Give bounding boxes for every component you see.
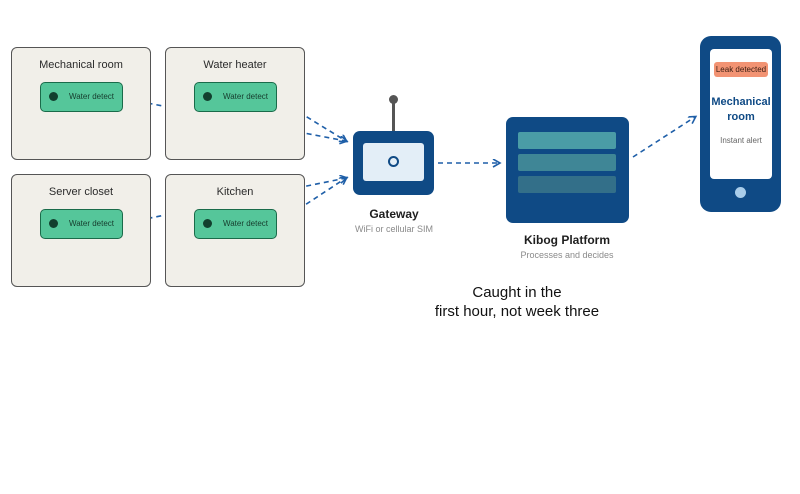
phone-screen: Leak detected Mechanical room Instant al… bbox=[710, 49, 772, 179]
room-kitchen: Kitchen Water detect bbox=[165, 174, 305, 287]
sensor-indicator-dot bbox=[203, 219, 212, 228]
link-server-closet-to-gateway bbox=[120, 178, 346, 225]
room-label: Water heater bbox=[203, 59, 267, 71]
room-mechanical: Mechanical room Water detect bbox=[11, 47, 151, 160]
alert-location: Mechanical room bbox=[710, 95, 772, 125]
sensor-label: Water detect bbox=[222, 92, 269, 101]
phone-home-button-icon bbox=[735, 187, 746, 198]
headline-line2: first hour, not week three bbox=[434, 303, 600, 320]
alert-location-line2: room bbox=[727, 111, 755, 123]
headline: Caught in the first hour, not week three bbox=[392, 283, 642, 321]
headline-line1: Caught in the bbox=[472, 284, 562, 301]
sensor-label: Water detect bbox=[222, 219, 269, 228]
water-sensor: Water detect bbox=[194, 82, 277, 112]
platform-title: Kibog Platform bbox=[524, 233, 610, 247]
leak-detected-badge: Leak detected bbox=[714, 62, 768, 77]
gateway-title: Gateway bbox=[369, 207, 419, 221]
gateway-status-icon bbox=[388, 156, 399, 167]
alert-location-line1: Mechanical bbox=[711, 96, 771, 108]
antenna-tip-icon bbox=[389, 95, 398, 104]
water-sensor: Water detect bbox=[40, 82, 123, 112]
room-label: Kitchen bbox=[216, 186, 254, 198]
platform-bar bbox=[518, 176, 616, 193]
sensor-indicator-dot bbox=[203, 92, 212, 101]
gateway-screen bbox=[363, 143, 424, 181]
link-mechanical-to-gateway bbox=[120, 97, 346, 141]
link-platform-to-phone bbox=[632, 117, 695, 158]
alert-subtitle: Instant alert bbox=[720, 136, 762, 145]
room-label: Server closet bbox=[48, 186, 114, 198]
platform-bar bbox=[518, 132, 616, 149]
sensor-indicator-dot bbox=[49, 92, 58, 101]
antenna-icon bbox=[392, 101, 395, 132]
sensor-label: Water detect bbox=[68, 219, 115, 228]
gateway-device-icon bbox=[353, 131, 434, 195]
platform-bar bbox=[518, 154, 616, 171]
platform-server-icon bbox=[506, 117, 629, 223]
sensor-indicator-dot bbox=[49, 219, 58, 228]
platform-subtitle: Processes and decides bbox=[520, 250, 614, 260]
room-label: Mechanical room bbox=[39, 59, 123, 71]
gateway-subtitle: WiFi or cellular SIM bbox=[354, 224, 433, 234]
sensor-label: Water detect bbox=[68, 92, 115, 101]
room-water-heater: Water heater Water detect bbox=[165, 47, 305, 160]
room-server-closet: Server closet Water detect bbox=[11, 174, 151, 287]
phone-icon: Leak detected Mechanical room Instant al… bbox=[700, 36, 781, 212]
water-sensor: Water detect bbox=[194, 209, 277, 239]
water-sensor: Water detect bbox=[40, 209, 123, 239]
